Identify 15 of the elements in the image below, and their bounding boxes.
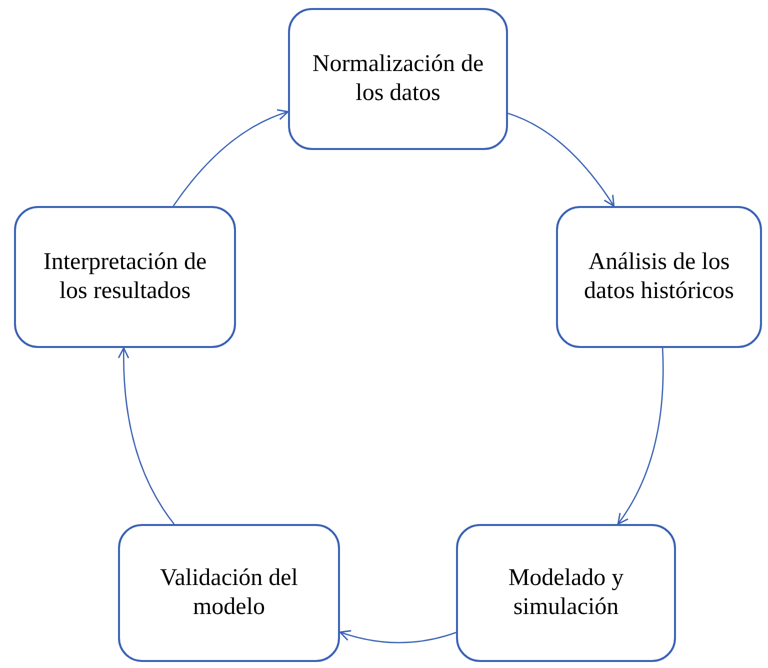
curved-arrow (118, 347, 175, 524)
process-box (14, 206, 236, 348)
process-box (118, 524, 340, 662)
process-box (556, 206, 762, 348)
curved-arrow (172, 110, 289, 206)
process-box (456, 524, 676, 662)
curved-arrow (617, 348, 664, 525)
box-label: Análisis de los datos históricos (583, 248, 735, 306)
box-label: Interpretación de los resultados (42, 248, 208, 306)
box-label: Normalización de los datos (311, 50, 485, 108)
box-label: Validación del modelo (159, 564, 299, 622)
curved-arrow (508, 112, 615, 207)
box-label: Modelado y simulación (507, 564, 625, 622)
curved-arrow (339, 630, 456, 644)
process-box (288, 8, 508, 150)
